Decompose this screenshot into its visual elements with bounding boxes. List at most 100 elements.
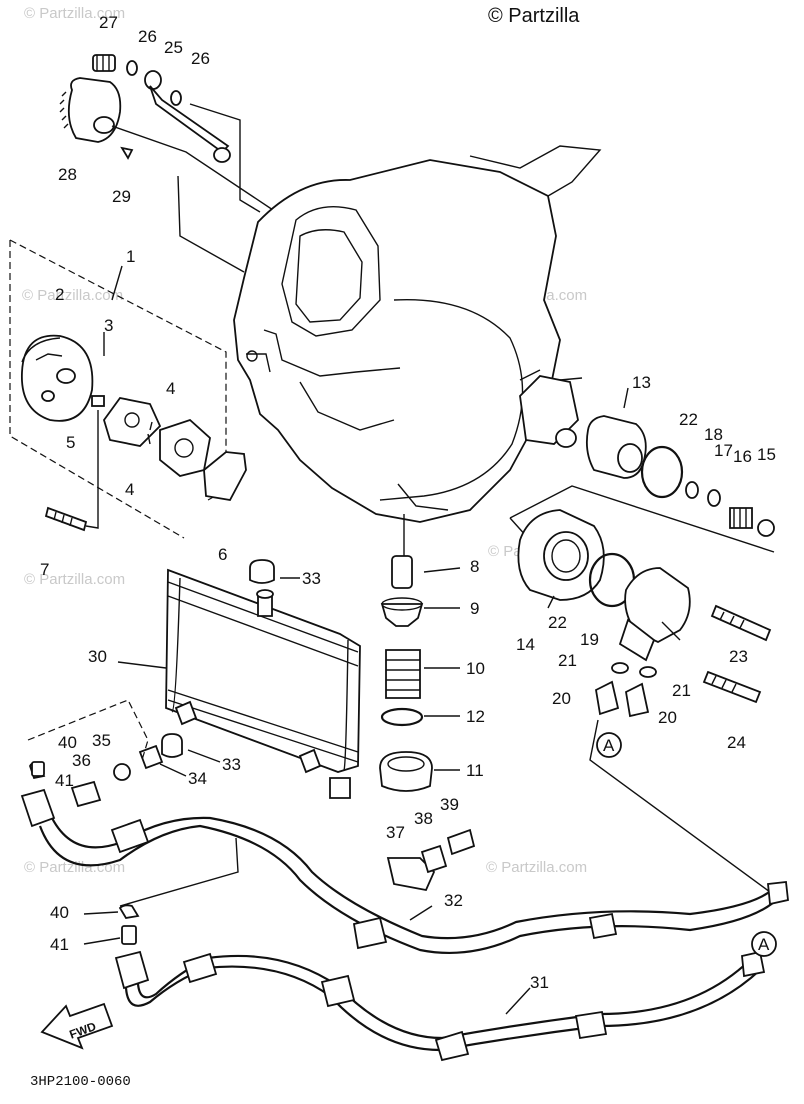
callout-40: 40 [58,733,77,752]
callout-8: 8 [470,557,479,576]
fwd-arrow: FWD [40,1002,114,1050]
callout-27: 27 [99,13,118,32]
callout-4: 4 [166,379,175,398]
oil-pipe-25 [149,85,230,154]
oil-cooler [138,559,361,799]
callouts: 27 26 25 26 28 29 1 2 3 4 5 4 6 7 8 9 10… [40,13,776,992]
callout-21: 21 [672,681,691,700]
washer-18 [685,481,699,499]
gear-teeth [59,91,69,129]
cylinder-bore [281,205,381,337]
callout-2: 2 [55,285,64,304]
washer-26a [126,60,138,76]
callout-19: 19 [580,630,599,649]
plunger-8 [391,555,413,589]
diagram-code: 3HP2100-0060 [30,1074,131,1090]
callout-24: 24 [727,733,746,752]
callout-9: 9 [470,599,479,618]
callout-39: 39 [440,795,459,814]
callout-29: 29 [112,187,131,206]
callout-33: 33 [222,755,241,774]
callout-28: 28 [58,165,77,184]
fwd-arrow-shape [40,1002,114,1050]
callout-31: 31 [530,973,549,992]
marker-a: A [758,935,770,954]
bolt-36 [70,780,102,808]
watermark: © Partzilla.com [486,859,587,876]
callout-22: 22 [679,410,698,429]
collar-34 [138,744,164,770]
filter-gasket [519,375,579,445]
o-ring-22 [640,445,684,499]
callout-17: 17 [714,441,733,460]
callout-5: 5 [66,433,75,452]
crankcase-body [233,159,561,523]
marker-a-circle [596,732,622,758]
cooler-core-30 [165,568,361,773]
copyright-text: © Partzilla [488,5,580,27]
oil-filter-group [519,369,775,537]
callout-15: 15 [757,445,776,464]
watermark: © Partzilla.com [24,571,125,588]
washer-26b [170,90,182,106]
callout-32: 32 [444,891,463,910]
callout-35: 35 [92,731,111,750]
watermark: © Partzilla.com [24,5,125,22]
bolt-7 [44,506,88,532]
washer-35 [113,763,131,781]
bolt-23 [710,604,772,642]
callout-3: 3 [104,316,113,335]
nut-17 [707,489,721,507]
marker-a-circle [751,931,777,957]
drive-gear-28 [67,77,122,143]
oil-pump-drive-group [59,54,277,273]
spring-10 [385,649,421,699]
callout-25: 25 [164,38,183,57]
plug-15 [757,519,775,537]
gasket-6 [203,451,247,501]
banjo-25 [144,70,162,90]
hose-end-fitting [20,788,56,828]
leader-lines [83,567,681,1015]
valve-stack [379,514,433,792]
washer-21a [611,662,629,674]
callout-18: 18 [704,425,723,444]
bolt-24 [702,670,762,704]
callout-21: 21 [558,651,577,670]
key-29 [120,146,134,160]
hose-end-fitting-b [114,950,150,990]
callout-33: 33 [302,569,321,588]
callout-37: 37 [386,823,405,842]
pipe-41b [121,925,137,945]
callout-41: 41 [50,935,69,954]
oil-pump-assembly [9,239,247,539]
callout-16: 16 [733,447,752,466]
pump-housing-4 [159,418,211,477]
callout-1: 1 [126,247,135,266]
callout-6: 6 [218,545,227,564]
callout-14: 14 [516,635,535,654]
drive-gear-hub [93,116,115,134]
callout-34: 34 [188,769,207,788]
callout-26: 26 [138,27,157,46]
grommet-33b [161,733,183,758]
junction-markers: A A [596,732,777,957]
callout-41: 41 [55,771,74,790]
bolt-39 [446,828,476,856]
pump-rotor-plate [103,397,162,447]
callout-38: 38 [414,809,433,828]
o-ring-12 [380,707,424,727]
callout-10: 10 [466,659,485,678]
callout-26: 26 [191,49,210,68]
watermark: © Partzilla.com [24,859,125,876]
fitting-20a [595,680,620,716]
fitting-20b [625,682,650,718]
crankcase [233,145,602,523]
o-ring-40b [118,904,140,919]
callout-40: 40 [50,903,69,922]
callout-20: 20 [658,708,677,727]
callout-7: 7 [40,560,49,579]
hose-31 [124,965,761,1052]
